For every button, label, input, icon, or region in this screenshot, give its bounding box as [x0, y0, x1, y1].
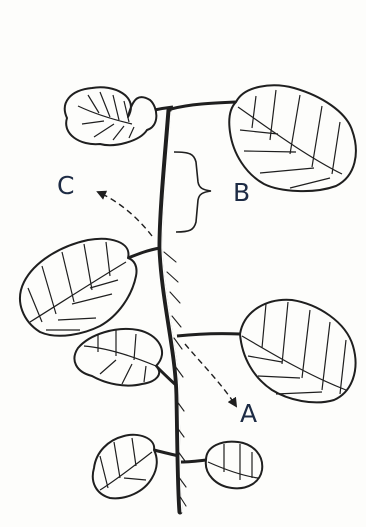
leaf-bottom-left	[93, 435, 179, 499]
label-c: C	[57, 173, 74, 198]
arrow-a	[185, 344, 236, 406]
leaf-bottom-right	[181, 442, 262, 489]
leaf-middle-right	[177, 300, 356, 403]
leaf-lower-left	[74, 329, 177, 386]
leaf-top-left	[65, 87, 173, 145]
label-b: B	[233, 180, 250, 205]
leaf-middle-left	[20, 239, 160, 336]
arrow-c	[98, 192, 152, 236]
label-a: A	[240, 401, 257, 426]
leaf-top-right	[171, 85, 356, 191]
bracket-b	[174, 152, 211, 232]
